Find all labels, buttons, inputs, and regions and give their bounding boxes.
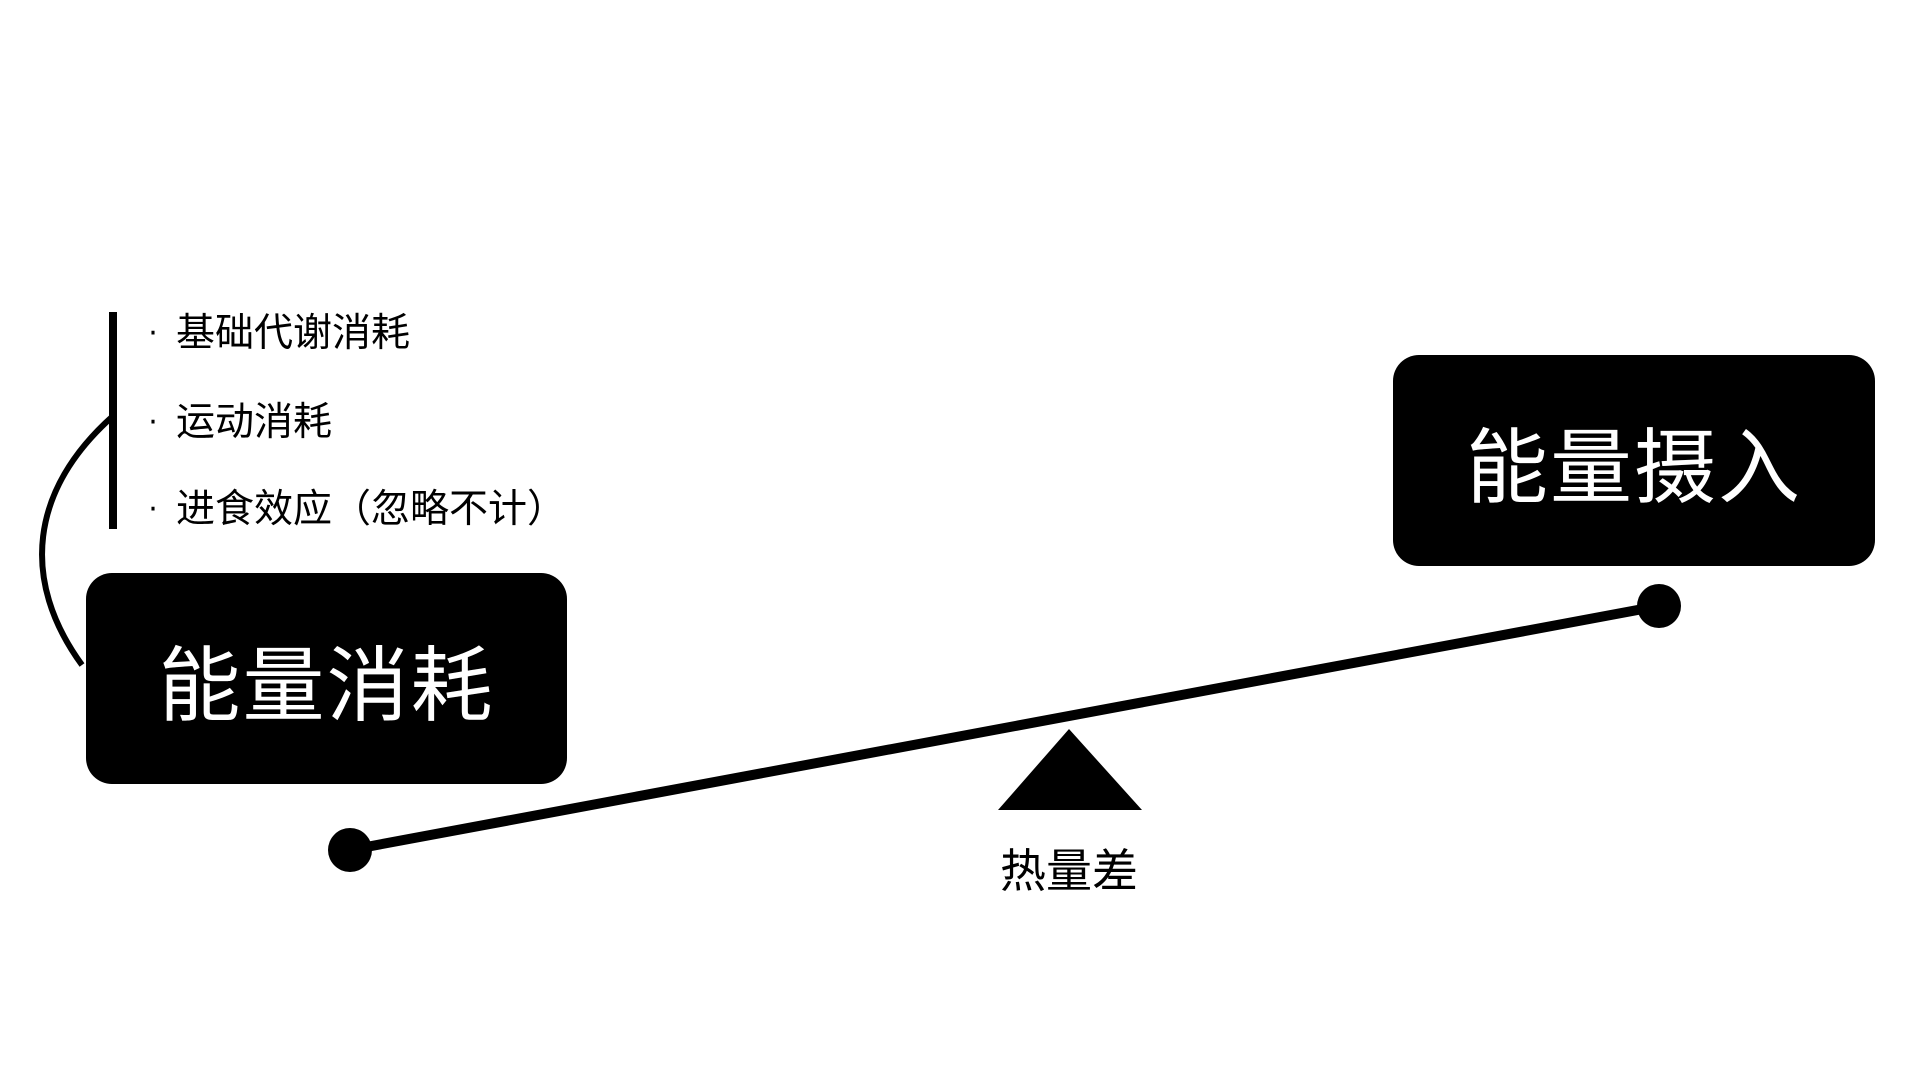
list-item: · 基础代谢消耗 [140, 314, 410, 353]
energy-expenditure-title: 能量消耗 [158, 639, 495, 734]
list-item-label: 进食效应（忽略不计） [176, 487, 567, 532]
energy-intake-title: 能量摄入 [1465, 421, 1802, 516]
bullet-icon: · [148, 315, 158, 351]
bullet-icon: · [148, 491, 158, 527]
connector-curve [39, 413, 115, 667]
energy-expenditure-box: 能量消耗 [86, 573, 567, 784]
list-bracket-bar [109, 312, 117, 529]
list-item-label: 基础代谢消耗 [176, 311, 411, 356]
fulcrum-triangle [998, 729, 1142, 810]
energy-intake-box: 能量摄入 [1393, 355, 1875, 566]
list-item: · 运动消耗 [140, 403, 332, 442]
seesaw-beam [345, 601, 1664, 855]
list-item-label: 运动消耗 [176, 400, 333, 445]
beam-left-end-dot [328, 828, 372, 872]
bullet-icon: · [148, 404, 158, 440]
list-item: · 进食效应（忽略不计） [140, 490, 566, 529]
beam-right-end-dot [1637, 584, 1681, 628]
fulcrum-label: 热量差 [1000, 844, 1138, 898]
